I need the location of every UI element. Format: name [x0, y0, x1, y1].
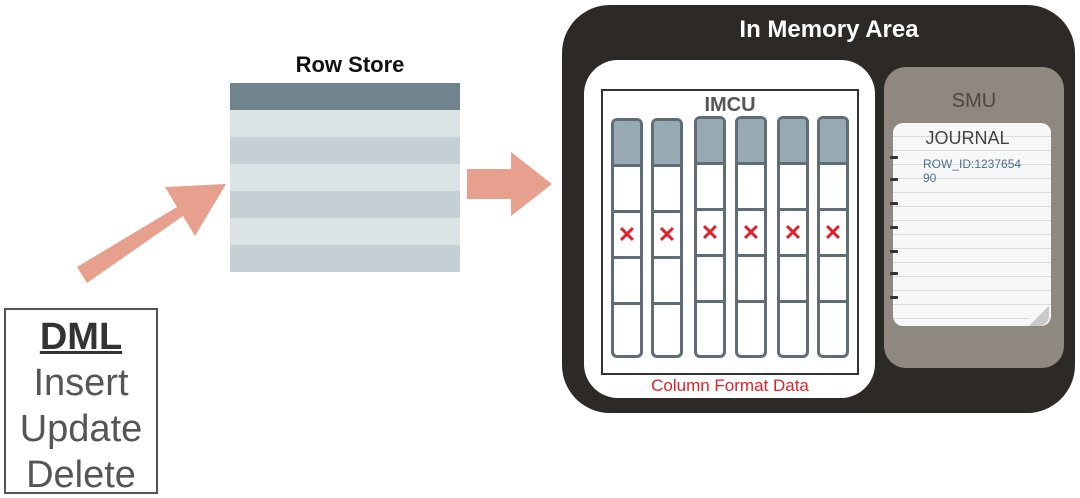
journal-notepad — [893, 123, 1051, 326]
column-cell — [614, 305, 640, 351]
notepad-ring-icon — [890, 156, 898, 159]
dml-title: DML — [39, 316, 123, 358]
notepad-ring-icon — [890, 202, 898, 205]
row-store-to-memory-arrow — [467, 152, 552, 216]
column-header-cell — [614, 121, 640, 167]
row-store-row — [230, 191, 460, 218]
row-store-title: Row Store — [295, 52, 405, 77]
column-cell — [780, 257, 806, 303]
column-cell — [654, 259, 680, 305]
imcu-column: ✕ — [777, 116, 809, 358]
column-header-cell — [738, 119, 764, 165]
notepad-ring-icon — [890, 296, 898, 299]
imcu-column: ✕ — [735, 116, 767, 358]
imcu-column: ✕ — [817, 116, 849, 358]
journal-label: JOURNAL — [925, 128, 1010, 148]
column-cell — [697, 257, 723, 303]
column-cell — [820, 303, 846, 349]
column-cell-invalid: ✕ — [820, 211, 846, 257]
row-store-table — [230, 83, 460, 273]
row-store-row — [230, 245, 460, 272]
invalid-mark-icon: ✕ — [657, 221, 677, 247]
column-cell — [654, 167, 680, 213]
notepad-ring-icon — [890, 226, 898, 229]
in-memory-title: In Memory Area — [739, 16, 919, 43]
column-header-cell — [820, 119, 846, 165]
row-store-row — [230, 164, 460, 191]
column-cell — [780, 303, 806, 349]
notepad-ring-icon — [890, 272, 898, 275]
column-header-cell — [654, 121, 680, 167]
row-store-header — [230, 83, 460, 110]
column-cell-invalid: ✕ — [697, 211, 723, 257]
column-cell — [820, 257, 846, 303]
dml-item-delete: Delete — [26, 454, 136, 496]
row-store-row — [230, 218, 460, 245]
dml-item-insert: Insert — [33, 362, 129, 404]
column-format-label: Column Format Data — [651, 376, 809, 395]
smu-label: SMU — [951, 90, 997, 112]
column-cell — [697, 303, 723, 349]
invalid-mark-icon: ✕ — [617, 221, 637, 247]
invalid-mark-icon: ✕ — [823, 219, 843, 245]
invalid-mark-icon: ✕ — [741, 219, 761, 245]
column-cell-invalid: ✕ — [738, 211, 764, 257]
column-cell — [697, 165, 723, 211]
column-cell — [738, 257, 764, 303]
dml-to-row-store-arrow — [77, 184, 226, 283]
column-header-cell — [697, 119, 723, 165]
column-cell — [820, 165, 846, 211]
row-store-row — [230, 110, 460, 137]
row-store-row — [230, 137, 460, 164]
dml-box: DML Insert Update Delete — [4, 308, 158, 496]
imcu-column: ✕ — [651, 118, 683, 358]
column-cell-invalid: ✕ — [780, 211, 806, 257]
imcu-label: IMCU — [704, 94, 756, 116]
column-cell — [614, 259, 640, 305]
column-cell — [780, 165, 806, 211]
column-cell-invalid: ✕ — [614, 213, 640, 259]
page-curl-icon — [1029, 306, 1049, 326]
invalid-mark-icon: ✕ — [700, 219, 720, 245]
journal-entry: ROW_ID:123765490 — [923, 157, 1022, 185]
column-cell-invalid: ✕ — [654, 213, 680, 259]
imcu-column: ✕ — [694, 116, 726, 358]
imcu-frame — [601, 89, 859, 375]
invalid-mark-icon: ✕ — [783, 219, 803, 245]
column-cell — [654, 305, 680, 351]
notepad-ring-icon — [890, 250, 898, 253]
notepad-ring-icon — [890, 178, 898, 181]
imcu-column: ✕ — [611, 118, 643, 358]
column-cell — [738, 303, 764, 349]
column-header-cell — [780, 119, 806, 165]
column-cell — [738, 165, 764, 211]
column-cell — [614, 167, 640, 213]
dml-item-update: Update — [19, 408, 143, 450]
